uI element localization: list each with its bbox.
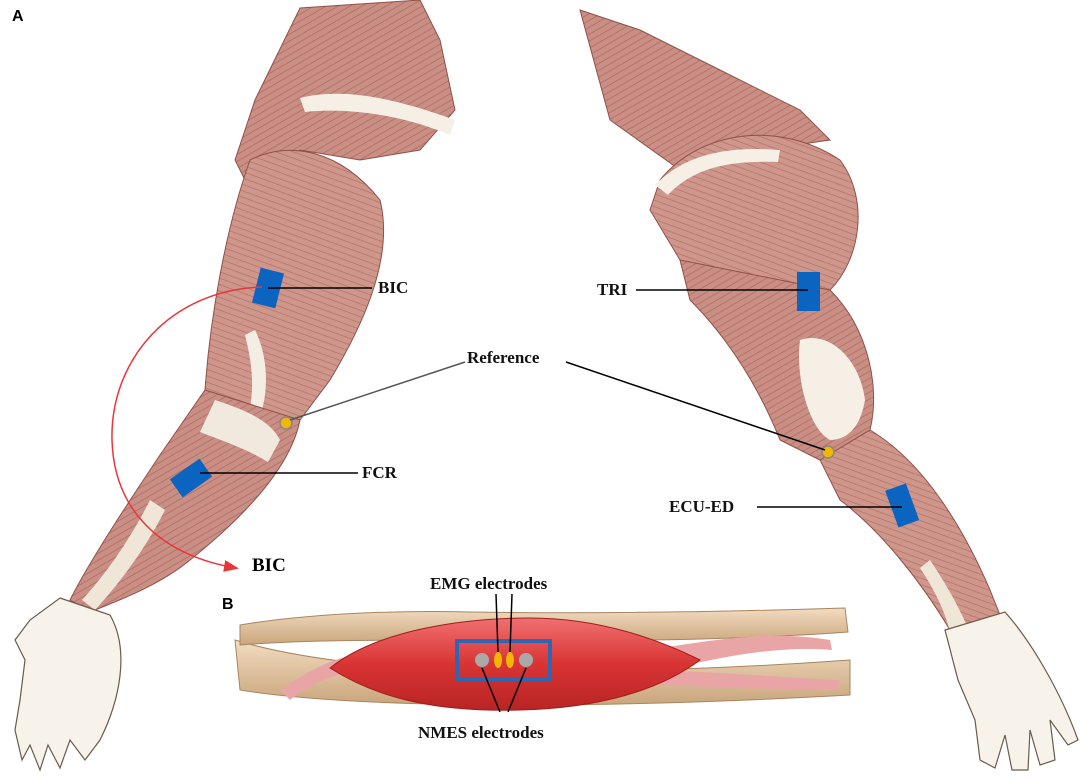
right-triceps-tendon	[799, 338, 865, 440]
fcr-electrode	[169, 458, 213, 498]
tendon-right-lower	[650, 670, 840, 690]
right-forearm	[819, 429, 1001, 631]
label-fcr: FCR	[362, 463, 397, 482]
label-bic: BIC	[378, 278, 409, 297]
left-upper-arm	[204, 149, 384, 421]
reference-electrode-left	[279, 416, 293, 430]
label-nmes-electrodes: NMES electrodes	[418, 723, 544, 742]
nmes-leader-right	[507, 667, 527, 713]
label-tri: TRI	[597, 280, 628, 299]
reference-electrode-right	[821, 445, 835, 459]
emg-electrode-left	[494, 652, 502, 668]
red-muscle-belly	[329, 617, 701, 711]
label-emg-electrodes: EMG electrodes	[430, 574, 548, 593]
right-deltoid	[649, 134, 859, 301]
nmes-electrode-left	[475, 653, 489, 667]
panel-b-muscle-illustration	[234, 607, 851, 711]
label-bic-target: BIC	[252, 555, 286, 576]
reference-leader-left	[289, 361, 466, 421]
emg-electrode-right	[506, 652, 514, 668]
left-clavicle-tendon	[300, 93, 455, 135]
ecu-ed-electrode	[885, 483, 920, 528]
panel-label-b: B	[222, 596, 234, 613]
left-elbow-tendon	[200, 400, 280, 462]
left-biceps-tendon	[245, 330, 266, 410]
left-arm-anterior	[14, 0, 456, 772]
electrode-box	[455, 639, 552, 681]
left-hand	[14, 597, 122, 772]
right-arm-posterior	[579, 9, 1079, 771]
emg-leader-left	[495, 593, 499, 653]
right-hand	[944, 611, 1079, 771]
tri-electrode	[797, 272, 820, 311]
right-shoulder-tendon	[655, 149, 780, 195]
right-trapezius	[579, 9, 832, 171]
leader-lines	[200, 287, 902, 713]
label-ecu-ed: ECU-ED	[669, 497, 735, 516]
right-wrist-tendons	[920, 560, 968, 632]
reference-leader-right	[565, 361, 826, 451]
nmes-electrode-right	[519, 653, 533, 667]
emg-leader-right	[509, 593, 513, 653]
label-reference: Reference	[467, 348, 540, 367]
nmes-leader-left	[481, 667, 501, 713]
left-wrist-tendons	[82, 500, 165, 610]
bic-transfer-arrow	[111, 286, 263, 572]
panel-label-a: A	[12, 8, 24, 25]
